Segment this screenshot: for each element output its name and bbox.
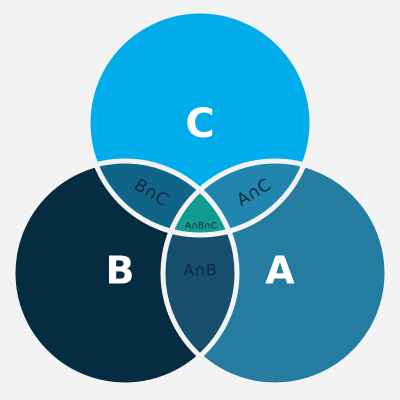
circle-outlines bbox=[10, 8, 390, 388]
outline-a bbox=[160, 158, 390, 388]
label-c: C bbox=[185, 101, 214, 147]
label-a: A bbox=[265, 249, 295, 293]
label-b: B bbox=[106, 249, 135, 293]
label-a-b: A∩B bbox=[183, 261, 217, 280]
outline-b bbox=[10, 158, 240, 388]
label-a-b-c: A∩B∩C bbox=[185, 222, 217, 232]
region-a-b-c bbox=[163, 161, 237, 235]
outline-c bbox=[85, 8, 315, 238]
